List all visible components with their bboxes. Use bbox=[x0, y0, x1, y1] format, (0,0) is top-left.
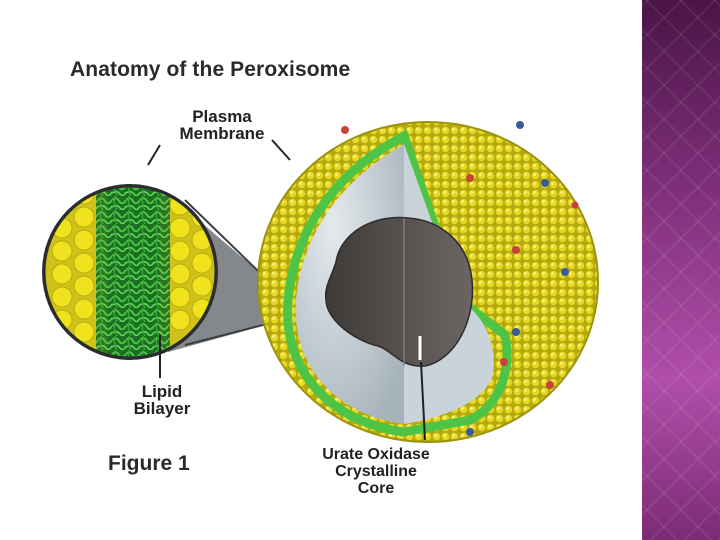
urate-oxidase-core-label: Urate Oxidase Crystalline Core bbox=[296, 447, 456, 497]
decorative-side-panel bbox=[642, 0, 720, 540]
plasma-leader-line bbox=[272, 140, 290, 160]
figure-caption: Figure 1 bbox=[108, 453, 190, 474]
diagram-title: Anatomy of the Peroxisome bbox=[70, 58, 350, 82]
plasma-membrane-label: Plasma Membrane bbox=[160, 108, 284, 142]
lipid-bilayer-label: Lipid Bilayer bbox=[118, 383, 206, 417]
plasma-leader-line bbox=[148, 145, 160, 165]
